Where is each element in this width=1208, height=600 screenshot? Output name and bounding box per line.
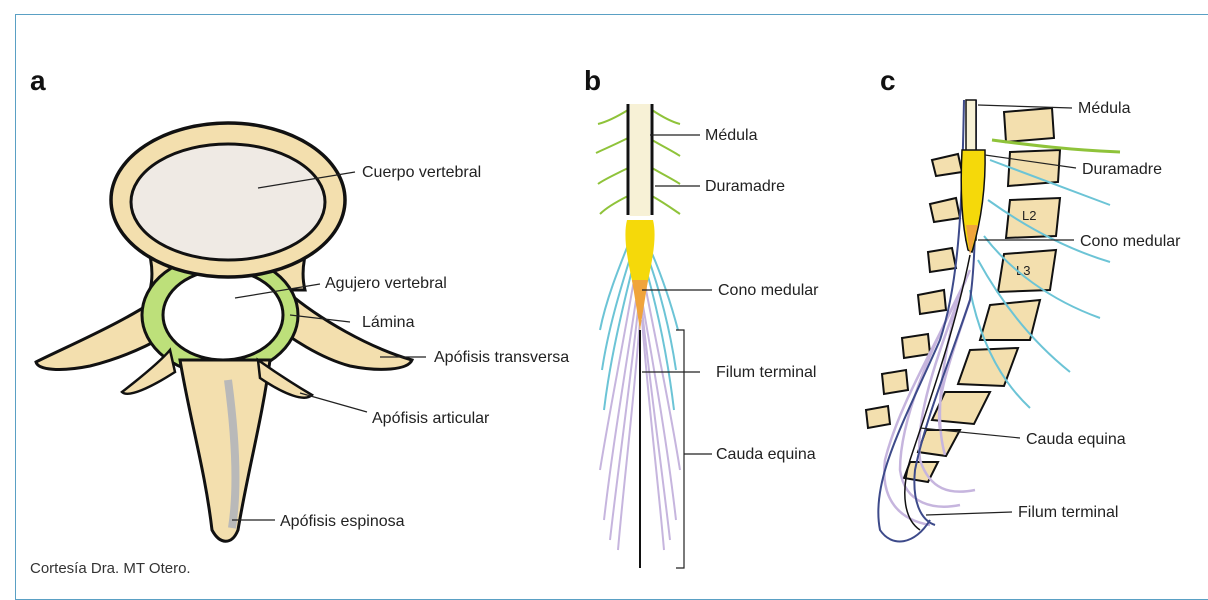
panel-c: c L2 L3	[866, 65, 1181, 541]
label-b-filum-terminal: Filum terminal	[716, 364, 816, 381]
figure-caption: Cortesía Dra. MT Otero.	[30, 560, 191, 577]
vertebral-foramen	[163, 270, 283, 360]
panel-b-letter: b	[584, 65, 601, 96]
medula-b	[630, 104, 650, 216]
vertebral-body-inner	[131, 144, 325, 260]
articular-process-left	[122, 350, 175, 394]
label-b-cauda-equina: Cauda equina	[716, 446, 816, 463]
label-b-duramadre: Duramadre	[705, 178, 785, 195]
panel-a: a Cuerpo vertebral Agujero vertebral	[30, 65, 569, 541]
label-c-l2: L2	[1022, 208, 1036, 223]
label-cuerpo-vertebral: Cuerpo vertebral	[362, 164, 481, 181]
label-c-filum-terminal: Filum terminal	[1018, 504, 1118, 521]
panel-c-letter: c	[880, 65, 896, 96]
label-c-cono-medular: Cono medular	[1080, 233, 1181, 250]
panel-b: b	[584, 65, 819, 568]
label-b-cono-medular: Cono medular	[718, 282, 819, 299]
label-apofisis-articular: Apófisis articular	[372, 410, 490, 427]
label-apofisis-transversa: Apófisis transversa	[434, 349, 569, 366]
label-c-cauda-equina: Cauda equina	[1026, 431, 1126, 448]
label-c-duramadre: Duramadre	[1082, 161, 1162, 178]
label-agujero-vertebral: Agujero vertebral	[325, 275, 447, 292]
label-b-medula: Médula	[705, 127, 758, 144]
label-lamina: Lámina	[362, 314, 415, 331]
label-c-medula: Médula	[1078, 100, 1131, 117]
panel-a-letter: a	[30, 65, 46, 96]
label-apofisis-espinosa: Apófisis espinosa	[280, 513, 405, 530]
